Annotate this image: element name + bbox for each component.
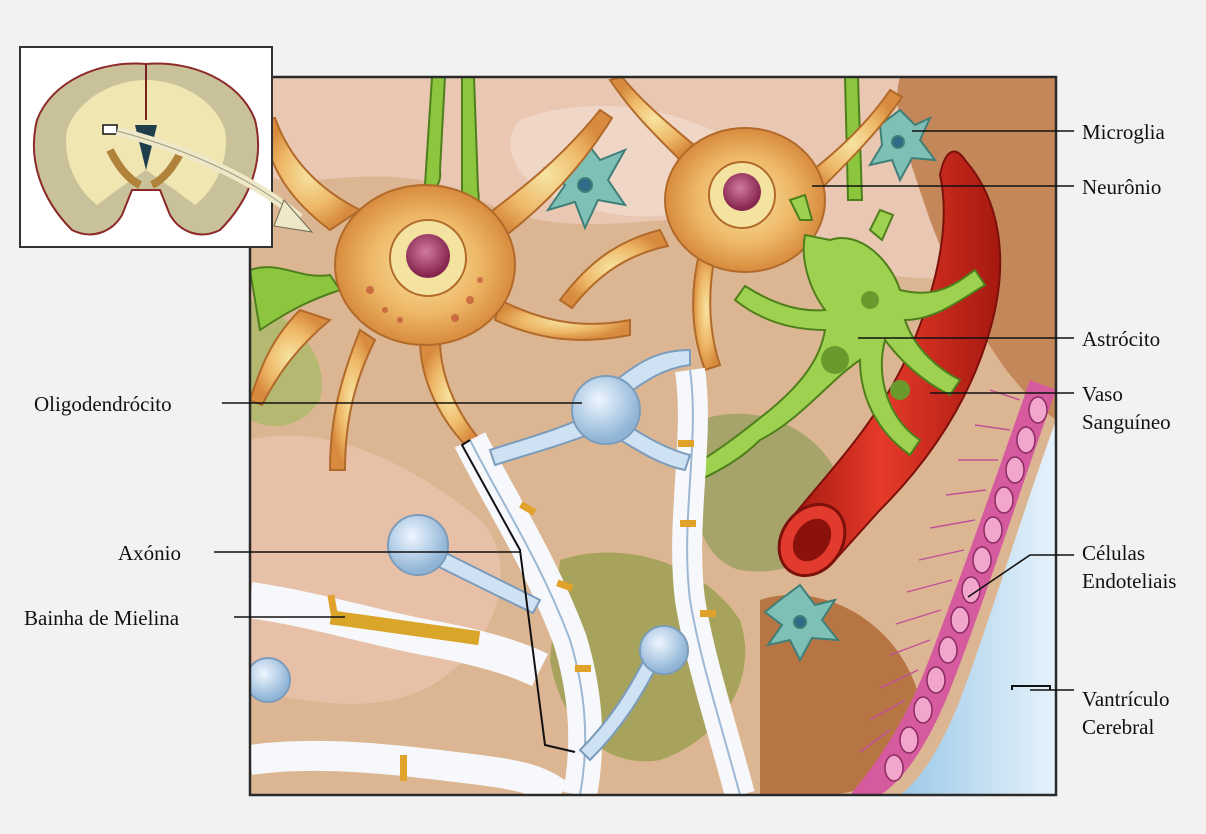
label-ventriculo-line2: Cerebral xyxy=(1082,713,1169,741)
label-axonio: Axónio xyxy=(118,539,181,567)
label-ventriculo-line1: Vantrículo xyxy=(1082,685,1169,713)
label-vaso-line2: Sanguíneo xyxy=(1082,408,1171,436)
label-vaso-sanguineo: Vaso Sanguíneo xyxy=(1082,380,1171,437)
label-astrocito: Astrócito xyxy=(1082,325,1160,353)
label-microglia: Microglia xyxy=(1082,118,1165,146)
brain-coronal-section-icon xyxy=(20,47,312,247)
label-celulas-line2: Endoteliais xyxy=(1082,567,1176,595)
label-oligodendrocito: Oligodendrócito xyxy=(34,390,172,418)
label-bainha-de-mielina: Bainha de Mielina xyxy=(24,604,179,632)
label-ventriculo-cerebral: Vantrículo Cerebral xyxy=(1082,685,1169,742)
label-neuronio: Neurônio xyxy=(1082,173,1161,201)
label-celulas-line1: Células xyxy=(1082,539,1176,567)
label-celulas-endoteliais: Células Endoteliais xyxy=(1082,539,1176,596)
label-vaso-line1: Vaso xyxy=(1082,380,1171,408)
